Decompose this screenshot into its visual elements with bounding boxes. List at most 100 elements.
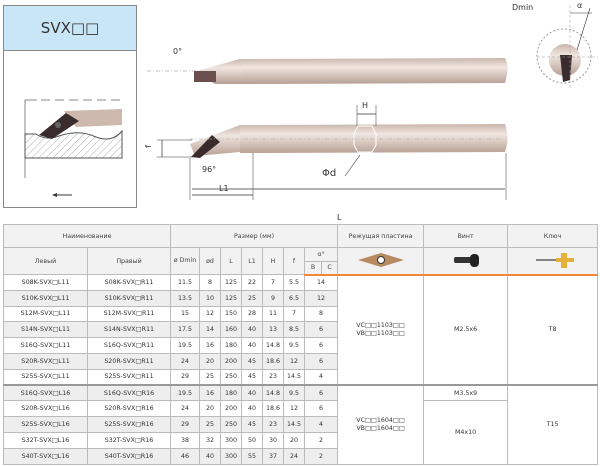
cell-l: 180	[220, 384, 242, 402]
l-label: L	[337, 213, 342, 222]
cell-right-model: S16Q-SVX□R16	[87, 384, 171, 402]
screw-cell: M4x10	[423, 400, 509, 465]
cell-h: 23	[262, 368, 284, 386]
cell-l: 200	[220, 400, 242, 418]
cell-h: 7	[262, 274, 284, 291]
cell-l1: 40	[241, 384, 263, 402]
insert-icon	[357, 252, 404, 267]
header-d: ød	[199, 247, 221, 275]
header-name: Наименование	[3, 224, 171, 248]
l1-label: L1	[219, 184, 229, 193]
cell-h: 37	[262, 447, 284, 465]
cell-dmin: 17.5	[170, 321, 200, 339]
cell-h: 18.6	[262, 400, 284, 418]
cell-f: 14.5	[283, 368, 305, 386]
cell-f: 24	[283, 447, 305, 465]
cell-l1: 22	[241, 274, 263, 291]
header-h: H	[262, 247, 284, 275]
cell-h: 13	[262, 321, 284, 339]
cell-d: 25	[199, 416, 221, 433]
cell-alpha: 4	[303, 368, 339, 386]
cell-dmin: 19.5	[170, 384, 200, 402]
insert-cell: VC□□1604□□VB□□1604□□	[337, 384, 425, 465]
cell-d: 10	[199, 289, 221, 307]
insert-cell: VC□□1103□□VB□□1103□□	[337, 274, 425, 386]
cell-f: 12	[283, 352, 305, 370]
cell-left-model: S14N-SVX□L11	[3, 321, 88, 339]
cell-dmin: 38	[170, 431, 200, 449]
cell-l1: 50	[241, 431, 263, 449]
cell-l1: 45	[241, 352, 263, 370]
phi-d-label: Φd	[322, 168, 337, 179]
cell-l: 150	[220, 305, 242, 323]
cell-d: 32	[199, 431, 221, 449]
cell-dmin: 46	[170, 447, 200, 465]
cell-right-model: S20R-SVX□R16	[87, 400, 171, 418]
cell-alpha: 6	[303, 321, 339, 339]
cell-left-model: S20R-SVX□L16	[3, 400, 88, 418]
cell-h: 11	[262, 305, 284, 323]
insert-code: VC□□1604□□	[356, 416, 405, 424]
cell-dmin: 29	[170, 416, 200, 433]
key-cell: T15	[507, 384, 599, 465]
cell-left-model: S16Q-SVX□L16	[3, 384, 88, 402]
cell-l: 180	[220, 337, 242, 354]
cell-left-model: S40T-SVX□L16	[3, 447, 88, 465]
cell-alpha: 2	[303, 447, 339, 465]
cell-l: 300	[220, 431, 242, 449]
cell-l1: 45	[241, 416, 263, 433]
cell-d: 12	[199, 305, 221, 323]
cell-left-model: S32T-SVX□L16	[3, 431, 88, 449]
cell-h: 18.6	[262, 352, 284, 370]
cell-f: 9.5	[283, 384, 305, 402]
cell-l1: 25	[241, 289, 263, 307]
cell-h: 23	[262, 416, 284, 433]
cell-l1: 45	[241, 368, 263, 386]
cell-l: 250	[220, 368, 242, 386]
cell-l1: 40	[241, 337, 263, 354]
cell-f: 14.5	[283, 416, 305, 433]
header-left: Левый	[3, 247, 88, 275]
cell-alpha: 4	[303, 416, 339, 433]
cell-alpha: 8	[303, 305, 339, 323]
cell-dmin: 19.5	[170, 337, 200, 354]
cell-f: 8.5	[283, 321, 305, 339]
cell-left-model: S10K-SVX□L11	[3, 289, 88, 307]
cell-d: 14	[199, 321, 221, 339]
screw-cell: M3.5x9	[423, 384, 509, 402]
cell-left-model: S25S-SVX□L16	[3, 416, 88, 433]
cell-right-model: S10K-SVX□R11	[87, 289, 171, 307]
dmin-label: Dmin	[512, 3, 534, 12]
series-box: SVX□□	[3, 5, 137, 208]
key-image	[507, 247, 599, 276]
cell-right-model: S08K-SVX□R11	[87, 274, 171, 291]
cell-d: 25	[199, 368, 221, 386]
header-f: f	[283, 247, 305, 275]
cell-alpha: 6	[303, 352, 339, 370]
cell-f: 9.5	[283, 337, 305, 354]
cell-f: 20	[283, 431, 305, 449]
tool-drawing	[147, 5, 598, 200]
cell-f: 7	[283, 305, 305, 323]
screw-cell: M2.5x6	[423, 274, 509, 386]
cell-d: 20	[199, 400, 221, 418]
cell-d: 16	[199, 384, 221, 402]
key-cell: T8	[507, 274, 599, 386]
series-title: SVX□□	[4, 6, 136, 51]
cell-right-model: S20R-SVX□R11	[87, 352, 171, 370]
cell-dmin: 29	[170, 368, 200, 386]
cell-l1: 55	[241, 447, 263, 465]
cell-l: 250	[220, 416, 242, 433]
cell-f: 6.5	[283, 289, 305, 307]
insert-image	[337, 247, 425, 276]
header-l: L	[220, 247, 242, 275]
header-alpha-b: B	[304, 261, 322, 276]
